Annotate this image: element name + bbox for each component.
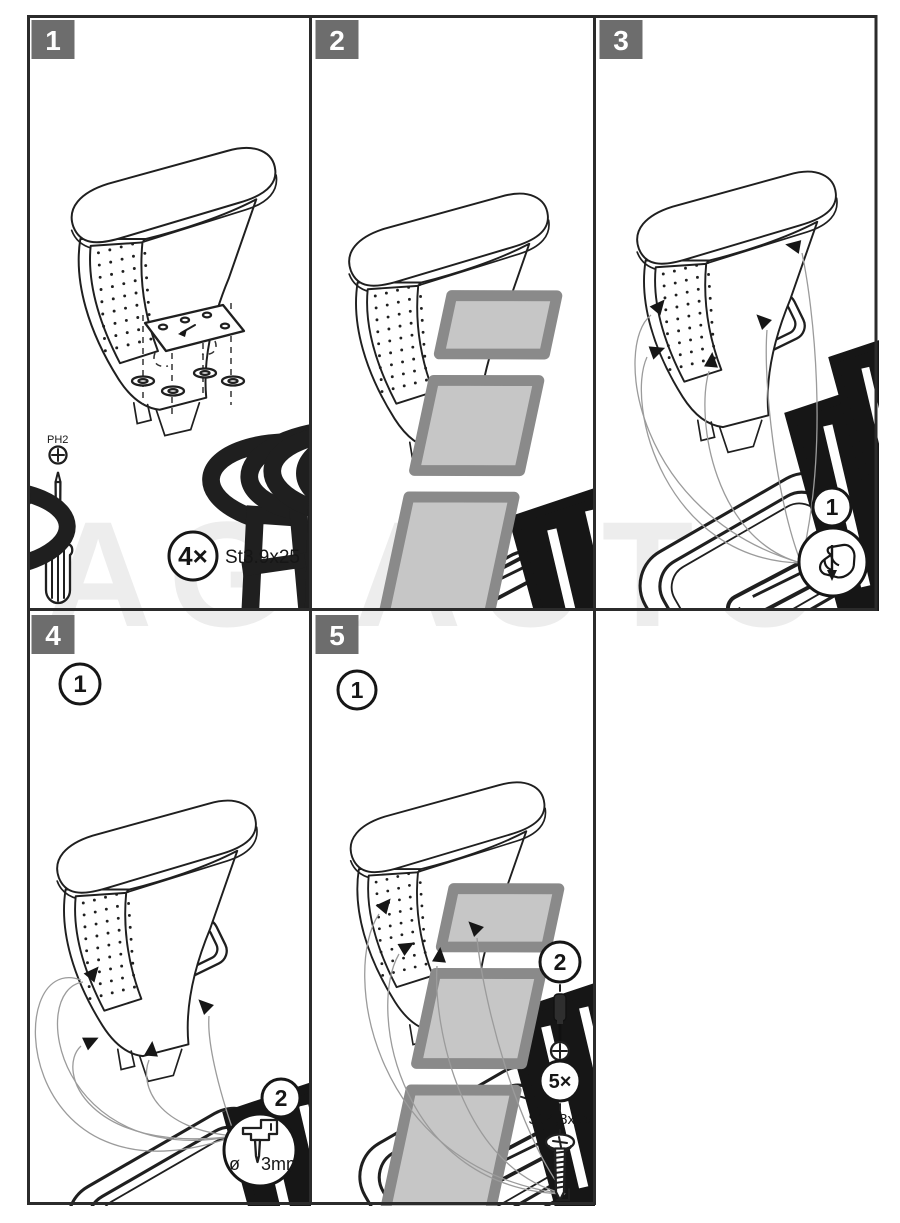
panel-number: 4 — [45, 620, 61, 651]
panel-number-box — [315, 615, 359, 654]
step-badge — [336, 669, 378, 711]
panel-3: 3 1 — [599, 20, 879, 611]
step-badge-label: 1 — [826, 494, 839, 520]
callout-badge — [538, 940, 582, 984]
screw-icon — [544, 1133, 576, 1202]
step-badge — [58, 662, 102, 706]
attachment-arrowheads — [375, 898, 484, 963]
callout-badge — [260, 1077, 302, 1119]
attachment-arrowheads — [648, 240, 802, 368]
callout-lines — [34, 977, 236, 1152]
step-badge — [811, 486, 853, 528]
panel-number: 3 — [613, 25, 629, 56]
quantity-circle — [167, 530, 219, 582]
drill-size-label: 3mm — [261, 1154, 301, 1174]
quantity-circle — [538, 1059, 582, 1103]
callout-badge-label: 2 — [275, 1085, 288, 1111]
washer-icons — [130, 367, 246, 397]
callout-lines — [364, 913, 566, 1195]
hand-press-icon — [818, 543, 856, 581]
phillips-bit-icon — [48, 445, 68, 465]
panel-2: 2 — [311, 20, 595, 611]
step-badge-label: 1 — [351, 677, 364, 703]
panel-4: 4 1 2 ø 3mm — [27, 610, 311, 1206]
panel-number: 5 — [329, 620, 345, 651]
panel-number-box — [599, 20, 643, 59]
panel-number-box — [31, 615, 75, 654]
phillips-bit-icon — [549, 1040, 571, 1062]
callout-lines — [634, 252, 818, 564]
screw-spec-label: St3.9x25 — [225, 547, 300, 568]
panel-number-box — [315, 20, 359, 59]
drill-diameter-symbol: ø — [229, 1154, 240, 1174]
mounting-plate-icon — [143, 303, 246, 368]
panel-number-box — [31, 20, 75, 59]
step-badge-label: 1 — [73, 671, 86, 698]
panel-number: 1 — [45, 25, 61, 56]
callout-badge-label: 2 — [554, 949, 567, 975]
screwdriver-icon — [553, 993, 567, 1041]
panel-1: 1 PH2 4× St3.9 — [27, 15, 311, 611]
quantity-label: 4× — [178, 541, 208, 571]
bit-size-label: PH2 — [47, 434, 68, 446]
quantity-label: 5× — [549, 1071, 572, 1093]
panel-5: 5 1 2 5× St 4,8x16 — [311, 615, 595, 1206]
attachment-arrowheads — [82, 966, 214, 1057]
panel-number: 2 — [329, 25, 345, 56]
drill-icon — [241, 1118, 279, 1164]
screw-spec-label: St 4,8x16 — [528, 1111, 591, 1128]
